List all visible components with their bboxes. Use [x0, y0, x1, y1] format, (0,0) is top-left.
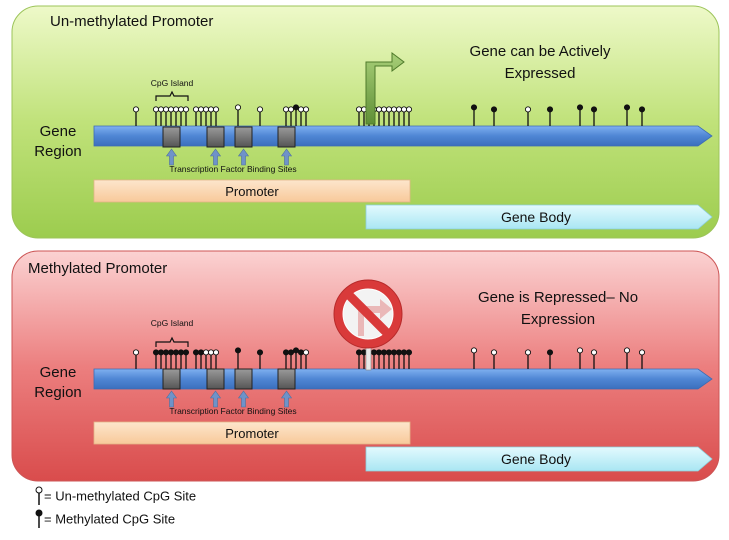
bottom-tf-binding-sites — [162, 368, 296, 408]
bottom-promoter-label: Promoter — [225, 426, 279, 441]
bottom-status-line2: Expression — [521, 311, 595, 328]
top-cpg-site — [172, 106, 180, 126]
bottom-cpg-site — [576, 347, 584, 369]
bottom-cpg-site — [405, 349, 413, 369]
top-tf-binding-site-box — [277, 126, 296, 166]
top-cpg-site — [207, 106, 215, 126]
top-cpg-site — [590, 106, 598, 126]
bottom-gene-body-bar — [365, 446, 713, 472]
top-promoter-bar — [93, 179, 411, 203]
top-cpg-site — [355, 106, 363, 126]
legend-unmethylated-label: = Un-methylated CpG Site — [44, 488, 197, 504]
bottom-cpg-site — [355, 349, 363, 369]
bottom-region-line1: Gene — [40, 364, 77, 381]
top-cpg-site — [405, 106, 413, 126]
legend-methylated: = Methylated CpG Site — [34, 509, 175, 529]
top-cpg-site — [132, 106, 140, 126]
top-cpg-site — [546, 106, 554, 126]
top-cpg-site — [623, 104, 631, 126]
top-cpg-site — [287, 106, 295, 126]
top-cpg-site — [182, 106, 190, 126]
top-cpg-sites — [132, 104, 646, 126]
bottom-cpg-island-brace — [155, 336, 189, 347]
legend-unmethylated: = Un-methylated CpG Site — [34, 486, 196, 506]
top-tf-binding-site-box — [206, 126, 225, 166]
bottom-cpg-site — [590, 349, 598, 369]
top-cpg-island-label: CpG Island — [151, 78, 194, 88]
bottom-cpg-site — [623, 347, 631, 369]
bottom-tf-sites-label: Transcription Factor Binding Sites — [169, 406, 296, 416]
bottom-cpg-site — [546, 349, 554, 369]
bottom-gene-arrow — [93, 368, 713, 390]
top-tf-binding-site-box — [234, 126, 253, 166]
top-cpg-site — [167, 106, 175, 126]
unmethylated-site-icon — [35, 486, 43, 505]
bottom-cpg-site — [192, 349, 200, 369]
bottom-region-line2: Region — [34, 384, 82, 401]
bottom-panel-title: Methylated Promoter — [28, 260, 167, 277]
bottom-tf-binding-site-box — [206, 368, 225, 408]
bottom-cpg-sites — [132, 347, 646, 369]
top-cpg-site — [234, 104, 242, 126]
top-cpg-site — [202, 106, 210, 126]
top-region-line1: Gene — [40, 123, 77, 140]
top-status-line2: Expressed — [505, 65, 576, 82]
top-gene-body-bar — [365, 204, 713, 230]
top-cpg-site — [292, 104, 300, 126]
bottom-tf-binding-site-box — [234, 368, 253, 408]
bottom-cpg-island-label: CpG Island — [151, 318, 194, 328]
bottom-cpg-site — [256, 349, 264, 369]
bottom-cpg-site — [207, 349, 215, 369]
top-cpg-site — [390, 106, 398, 126]
top-cpg-site — [302, 106, 310, 126]
methylated-site-icon — [35, 509, 43, 528]
top-cpg-site — [524, 106, 532, 126]
bottom-cpg-site — [182, 349, 190, 369]
bottom-cpg-site — [302, 349, 310, 369]
bottom-tf-binding-site-box — [162, 368, 181, 408]
bottom-cpg-site — [234, 347, 242, 369]
bottom-cpg-site — [524, 349, 532, 369]
bottom-tf-binding-site-box — [277, 368, 296, 408]
bottom-promoter-bar — [93, 421, 411, 445]
bottom-cpg-site — [212, 349, 220, 369]
top-cpg-island-brace — [155, 90, 189, 101]
top-gene-arrow — [93, 125, 713, 147]
bottom-cpg-site — [172, 349, 180, 369]
top-cpg-site — [256, 106, 264, 126]
top-gene-body-label: Gene Body — [501, 209, 571, 225]
top-tf-sites-label: Transcription Factor Binding Sites — [169, 164, 296, 174]
bottom-cpg-site — [167, 349, 175, 369]
bottom-cpg-site — [638, 349, 646, 369]
bottom-cpg-site — [370, 349, 378, 369]
bottom-cpg-site — [400, 349, 408, 369]
bottom-cpg-site — [490, 349, 498, 369]
top-promoter-label: Promoter — [225, 184, 279, 199]
bottom-status-line1: Gene is Repressed– No — [478, 289, 638, 306]
bottom-cpg-site — [360, 349, 368, 369]
legend-methylated-label: = Methylated CpG Site — [44, 511, 176, 527]
top-status-line1: Gene can be Actively — [470, 43, 611, 60]
bottom-cpg-site — [375, 349, 383, 369]
active-transcription-arrow-icon — [365, 52, 405, 125]
top-cpg-site — [638, 106, 646, 126]
top-cpg-site — [470, 104, 478, 126]
bottom-cpg-site — [282, 349, 290, 369]
top-cpg-site — [212, 106, 220, 126]
top-cpg-site — [197, 106, 205, 126]
top-cpg-site — [576, 104, 584, 126]
top-tf-binding-site-box — [162, 126, 181, 166]
top-tf-binding-sites — [162, 126, 296, 166]
bottom-gene-body-label: Gene Body — [501, 451, 571, 467]
top-panel-title: Un-methylated Promoter — [50, 13, 213, 30]
bottom-cpg-site — [292, 347, 300, 369]
no-transcription-sign-icon — [333, 279, 403, 371]
bottom-cpg-site — [132, 349, 140, 369]
bottom-cpg-site — [470, 347, 478, 369]
bottom-cpg-site — [287, 349, 295, 369]
top-cpg-site — [490, 106, 498, 126]
top-region-line2: Region — [34, 143, 82, 160]
